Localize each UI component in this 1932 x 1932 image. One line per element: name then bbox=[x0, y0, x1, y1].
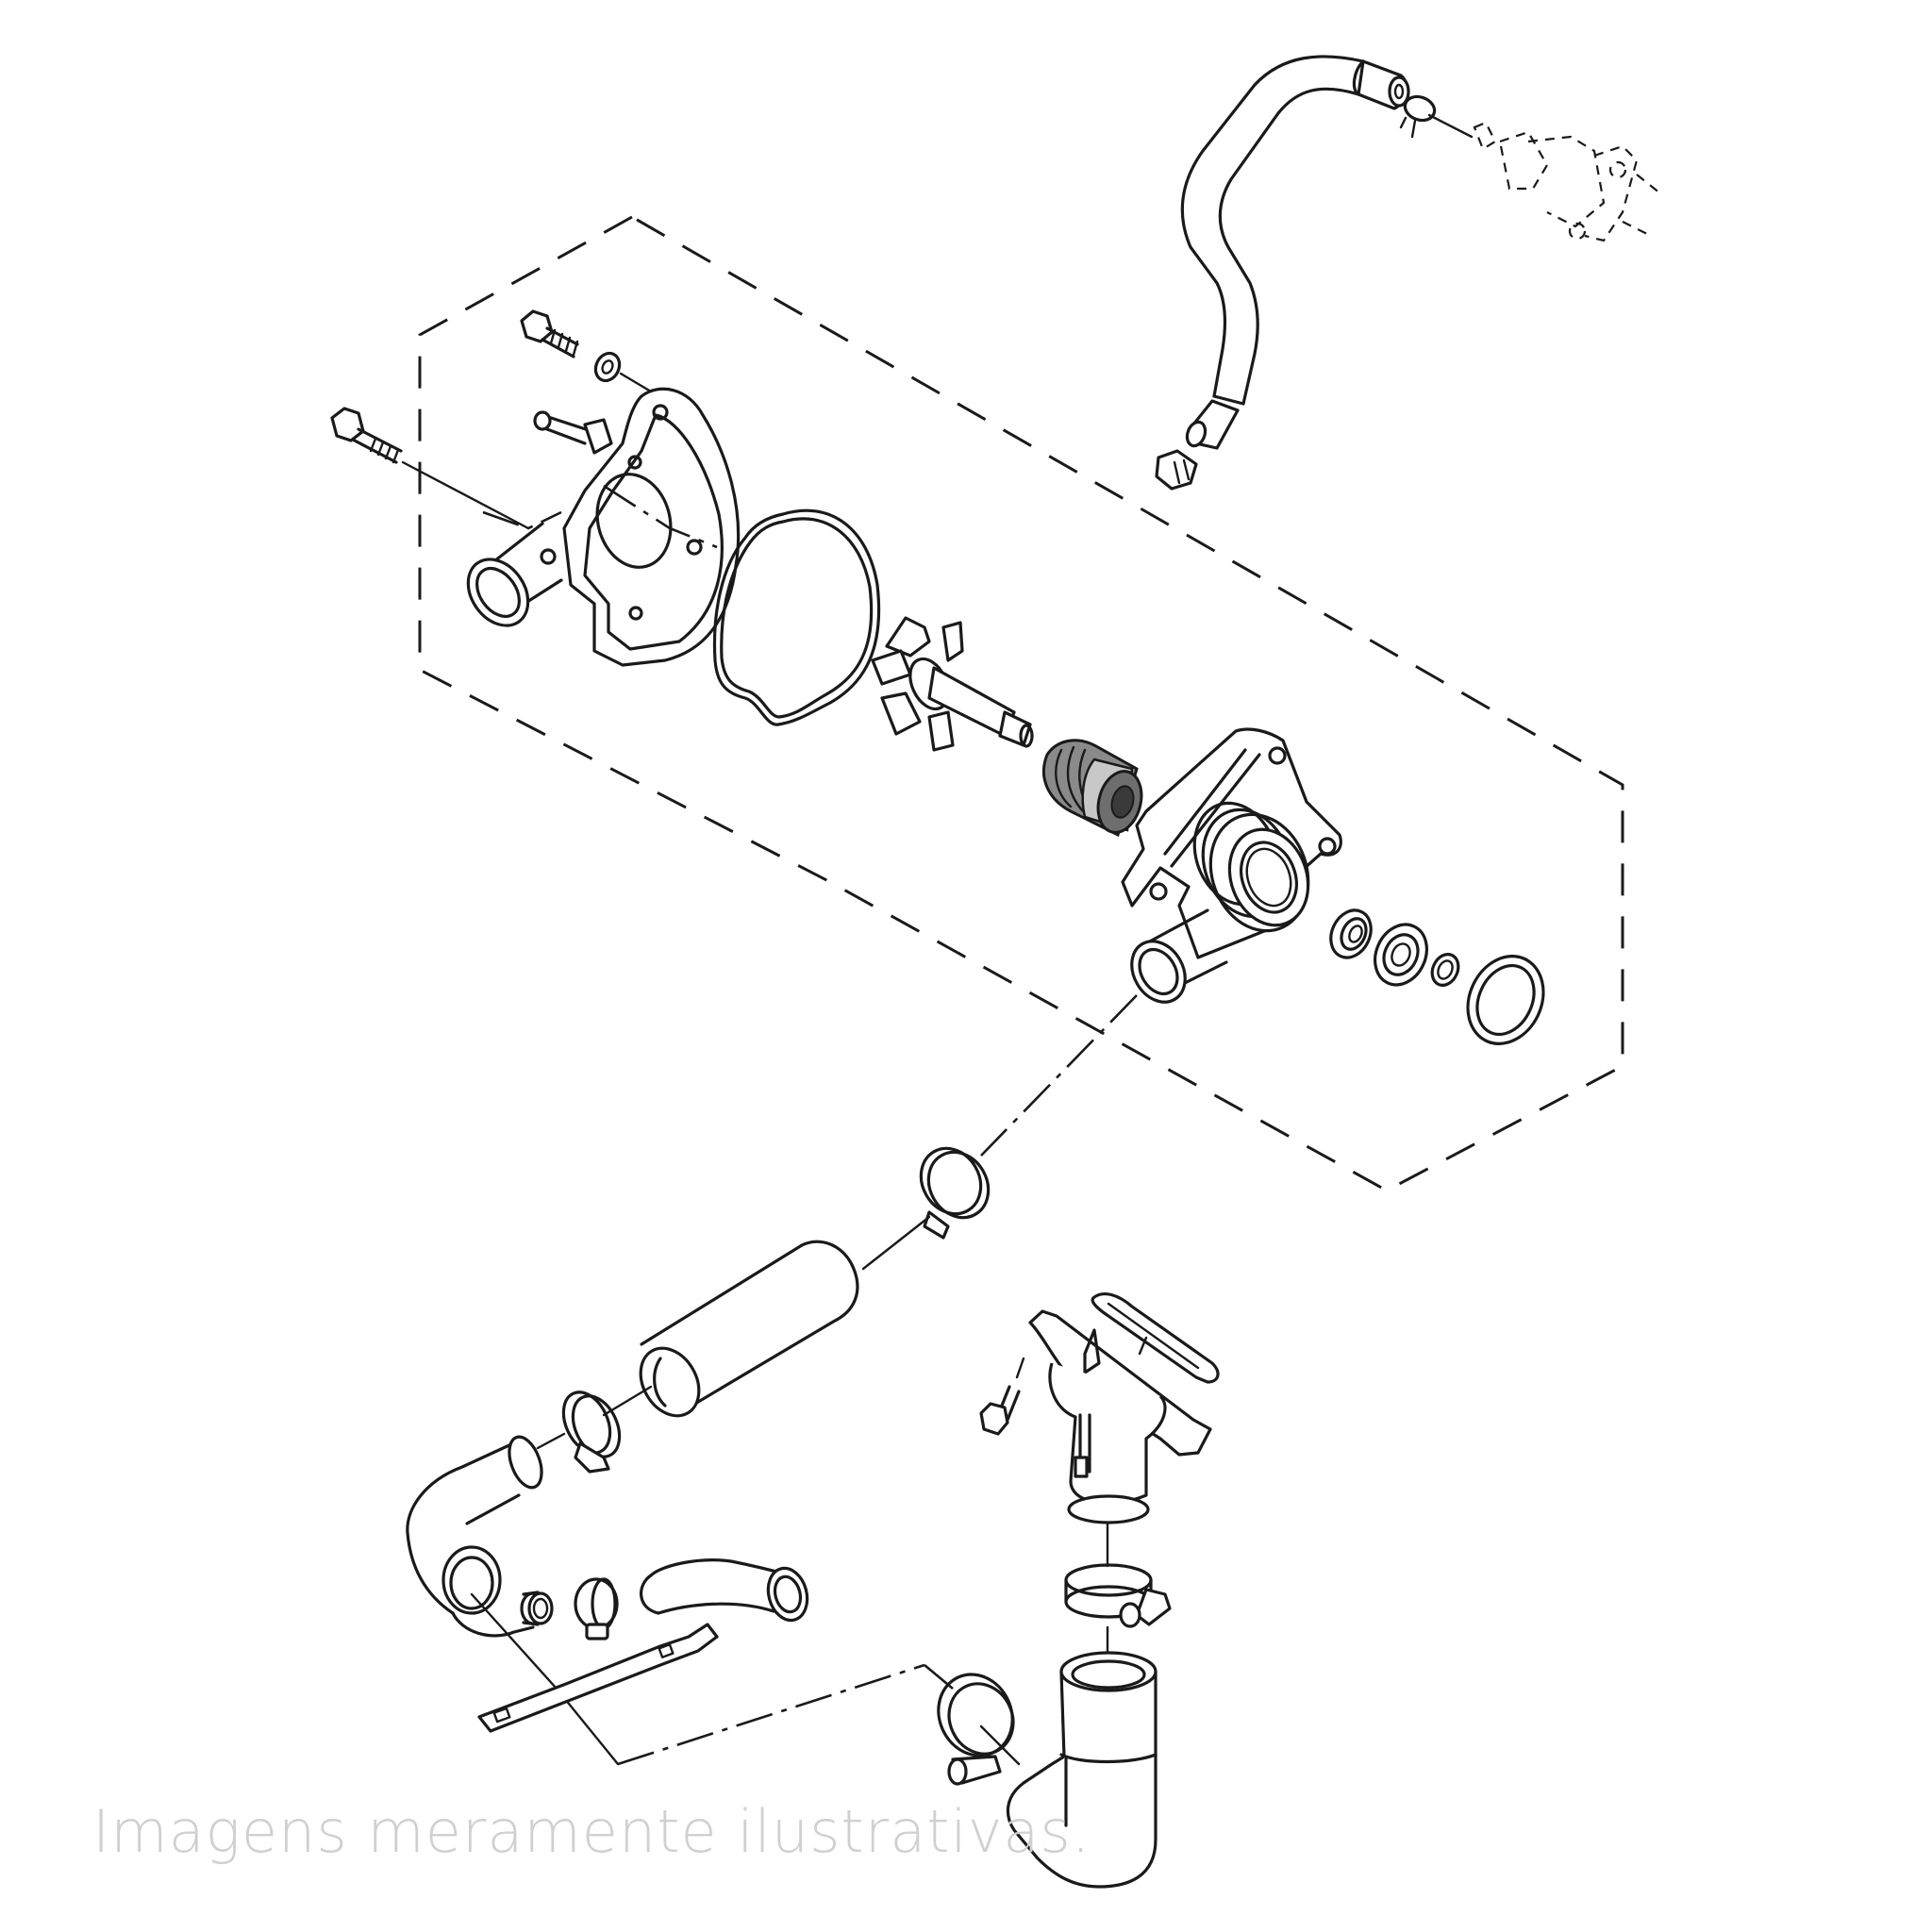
bolt-thermostat bbox=[979, 1357, 1025, 1436]
pump-cover-gasket bbox=[712, 508, 881, 726]
hose-clamp-small bbox=[574, 1577, 619, 1641]
oil-seal bbox=[1329, 908, 1373, 959]
pump-cover bbox=[466, 387, 741, 667]
thermostat-cover bbox=[1028, 1309, 1212, 1524]
bolt-long bbox=[330, 407, 530, 530]
centerline-hose-elbow bbox=[536, 1432, 566, 1450]
centerline-hose-upper bbox=[861, 1215, 931, 1271]
centerline-pump-cover bbox=[482, 510, 562, 530]
centerline-clamp-lower bbox=[979, 1724, 1021, 1766]
washer bbox=[593, 351, 622, 383]
centerline-pump-outlet bbox=[980, 994, 1138, 1157]
bolt-short bbox=[520, 309, 579, 358]
centerline-bypass bbox=[1427, 113, 1474, 139]
impeller-shaft bbox=[871, 616, 1034, 752]
thermostat-gasket bbox=[1091, 1292, 1220, 1384]
hose-bracket bbox=[477, 1623, 719, 1733]
hose-elbow bbox=[406, 1435, 543, 1638]
watermark-text: Imagens meramente ilustrativas. bbox=[92, 1797, 1091, 1866]
spacer-collar bbox=[520, 1591, 554, 1626]
circlip bbox=[1430, 953, 1460, 987]
hose-L-pipe bbox=[1006, 1651, 1158, 1889]
pump-group-boundary bbox=[418, 215, 1624, 1192]
thermostat-housing-ghost bbox=[1473, 121, 1661, 242]
hose-clip-small bbox=[1399, 94, 1437, 139]
hose-clamp-thermostat bbox=[1064, 1563, 1172, 1628]
centerline-bracket-to-pipe bbox=[617, 1663, 954, 1766]
pump-body bbox=[1121, 727, 1342, 1004]
mechanical-seal bbox=[1041, 739, 1143, 838]
hose-clamp-mid bbox=[561, 1391, 622, 1474]
bearing bbox=[1374, 923, 1428, 987]
hose-bent-small bbox=[640, 1558, 809, 1623]
hose-clamp-lower bbox=[937, 1673, 1015, 1786]
hose-clamp-upper bbox=[919, 1146, 991, 1240]
fitting-nut-bottom bbox=[1155, 449, 1198, 491]
bypass-hose bbox=[1180, 55, 1410, 450]
o-ring bbox=[1466, 955, 1545, 1045]
hose-straight bbox=[639, 1240, 859, 1418]
